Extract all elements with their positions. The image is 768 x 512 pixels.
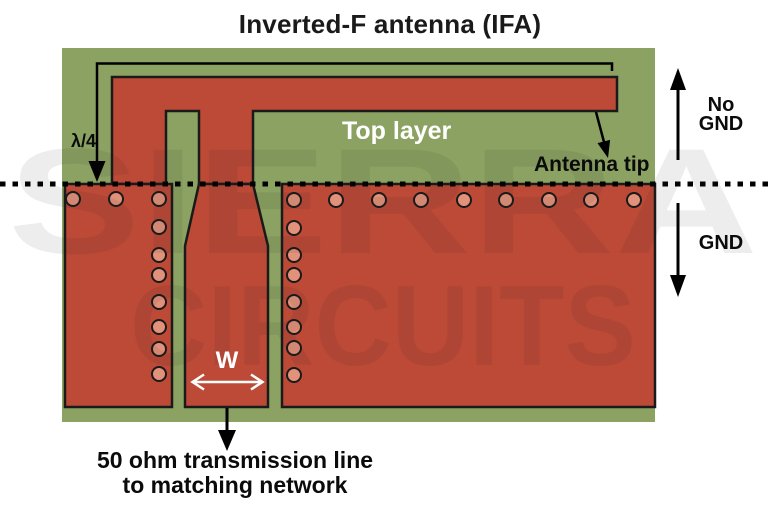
antenna-tip-arrow	[594, 111, 611, 158]
right-ground-plane	[280, 182, 657, 409]
via	[65, 191, 81, 207]
via	[151, 319, 167, 335]
quarter-wave-arrow	[88, 62, 614, 182]
watermark-text-sierra: SIERRA	[8, 117, 758, 285]
diagram-title: Inverted-F antenna (IFA)	[238, 9, 542, 39]
via	[286, 367, 302, 383]
watermark: SIERRA CIRCUITS	[8, 117, 758, 390]
top-layer-label: Top layer	[342, 117, 452, 145]
quarter-wave-label: λ/4	[70, 131, 96, 151]
via	[328, 192, 344, 208]
via	[286, 319, 302, 335]
no-gnd-up-arrow	[670, 68, 686, 160]
via	[151, 366, 167, 382]
feed-down-arrow	[218, 408, 236, 451]
gnd-label: GND	[698, 232, 744, 254]
via	[286, 340, 302, 356]
via	[286, 294, 302, 310]
via	[286, 247, 302, 263]
via-fence-left	[65, 191, 167, 382]
via	[151, 219, 167, 235]
copper-layer	[63, 75, 657, 409]
via	[498, 192, 514, 208]
gnd-down-arrow	[670, 203, 686, 297]
via	[371, 192, 387, 208]
watermark-text-circuits: CIRCUITS	[130, 263, 636, 390]
via	[151, 341, 167, 357]
via	[413, 192, 429, 208]
via	[108, 191, 124, 207]
via	[626, 192, 642, 208]
via	[151, 294, 167, 310]
via-fence-right	[286, 192, 642, 383]
via	[286, 267, 302, 283]
trace-width-label: W	[215, 347, 239, 374]
via	[286, 220, 302, 236]
antenna-tip-label: Antenna tip	[534, 153, 650, 176]
via	[583, 192, 599, 208]
no-gnd-label: No GND	[698, 94, 744, 135]
via	[151, 191, 167, 207]
feed-caption: 50 ohm transmission line to matching net…	[96, 447, 374, 498]
via	[456, 192, 472, 208]
via	[151, 267, 167, 283]
via	[151, 247, 167, 263]
via	[286, 192, 302, 208]
width-double-arrow	[190, 373, 265, 391]
via	[541, 192, 557, 208]
